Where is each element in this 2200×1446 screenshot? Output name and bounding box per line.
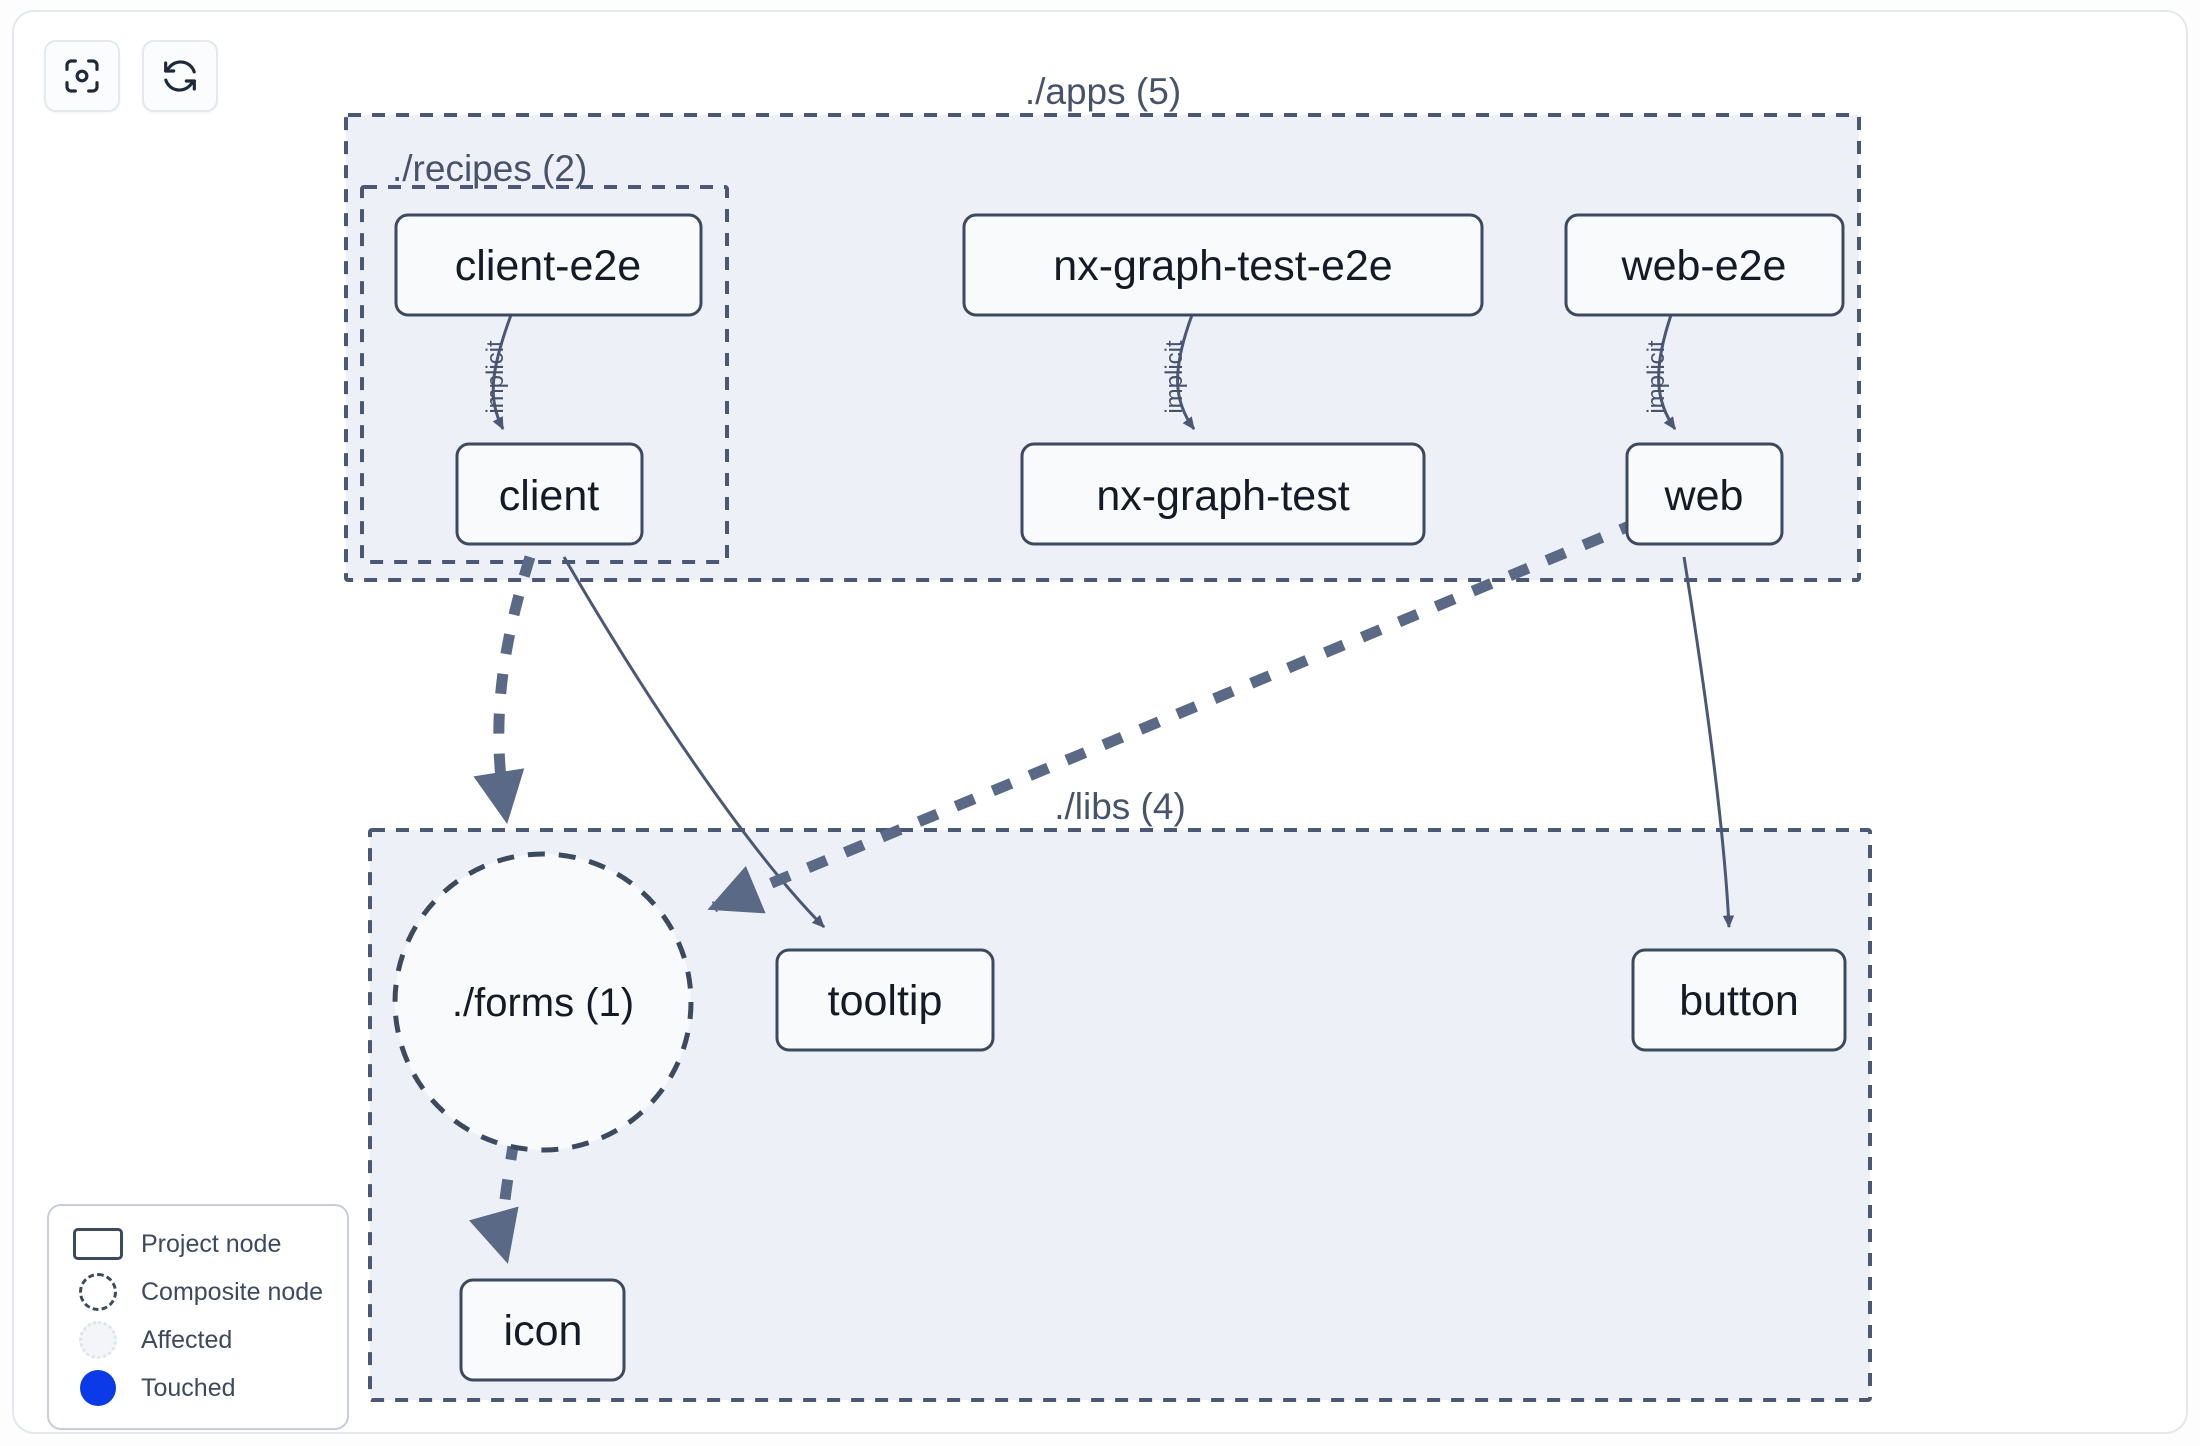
project-node-swatch bbox=[67, 1228, 129, 1260]
composite-node-forms[interactable]: ./forms (1) bbox=[392, 851, 694, 1153]
affected-swatch bbox=[67, 1321, 129, 1359]
legend-label: Affected bbox=[141, 1325, 233, 1354]
project-node-tooltip[interactable]: tooltip bbox=[775, 948, 995, 1052]
group-label-libs: ./libs (4) bbox=[1054, 786, 1186, 827]
edge-nxgt-e2e-to-nxgt[interactable] bbox=[1176, 314, 1196, 430]
project-node-nx-graph-test[interactable]: nx-graph-test bbox=[1020, 442, 1426, 546]
group-box-libs[interactable] bbox=[368, 828, 1872, 1402]
legend-item-project-node: Project node bbox=[67, 1220, 329, 1268]
group-label-apps: ./apps (5) bbox=[1025, 71, 1181, 112]
edge-forms-to-icon[interactable] bbox=[469, 1139, 520, 1264]
touched-swatch bbox=[67, 1370, 129, 1406]
project-node-web-e2e[interactable]: web-e2e bbox=[1564, 213, 1845, 317]
edge-label-implicit-1: implicit bbox=[482, 340, 509, 414]
project-node-label: nx-graph-test bbox=[1096, 472, 1349, 520]
project-node-client-e2e[interactable]: client-e2e bbox=[394, 213, 703, 317]
graph-toolbar bbox=[44, 40, 218, 112]
legend-label: Composite node bbox=[141, 1277, 324, 1306]
project-node-label: button bbox=[1679, 977, 1799, 1025]
composite-node-label: ./forms (1) bbox=[452, 981, 634, 1025]
graph-legend: Project node Composite node Affected Tou… bbox=[47, 1204, 349, 1430]
project-node-client[interactable]: client bbox=[455, 442, 644, 546]
project-node-nx-graph-test-e2e[interactable]: nx-graph-test-e2e bbox=[962, 213, 1484, 317]
group-label-recipes: ./recipes (2) bbox=[392, 148, 587, 189]
edge-label-implicit-3: implicit bbox=[1643, 340, 1670, 414]
focus-graph-button[interactable] bbox=[44, 40, 120, 112]
legend-item-composite-node: Composite node bbox=[67, 1268, 329, 1316]
refresh-graph-button[interactable] bbox=[142, 40, 218, 112]
project-node-label: nx-graph-test-e2e bbox=[1053, 242, 1392, 290]
edge-client-to-tooltip[interactable] bbox=[562, 556, 826, 929]
composite-node-swatch bbox=[67, 1273, 129, 1311]
legend-label: Touched bbox=[141, 1373, 236, 1402]
dependency-graph[interactable]: ./apps (5) ./recipes (2) ./libs (4) impl… bbox=[14, 12, 2188, 1434]
project-node-label: client bbox=[499, 472, 599, 520]
viewfinder-icon bbox=[62, 56, 102, 96]
project-node-button[interactable]: button bbox=[1631, 948, 1847, 1052]
legend-label: Project node bbox=[141, 1229, 282, 1258]
project-node-icon[interactable]: icon bbox=[459, 1278, 626, 1382]
project-node-label: web-e2e bbox=[1621, 242, 1787, 290]
refresh-icon bbox=[160, 56, 200, 96]
project-node-label: tooltip bbox=[828, 977, 943, 1025]
edge-client-e2e-to-client[interactable] bbox=[491, 314, 513, 431]
edge-web-to-button[interactable] bbox=[1682, 556, 1735, 929]
edge-web-e2e-to-web[interactable] bbox=[1657, 314, 1677, 430]
legend-item-touched: Touched bbox=[67, 1364, 329, 1412]
project-node-label: client-e2e bbox=[455, 242, 641, 290]
graph-panel: ./apps (5) ./recipes (2) ./libs (4) impl… bbox=[12, 10, 2188, 1434]
edge-label-implicit-2: implicit bbox=[1161, 340, 1188, 414]
edge-client-to-forms[interactable] bbox=[473, 555, 536, 825]
legend-item-affected: Affected bbox=[67, 1316, 329, 1364]
edge-web-to-forms[interactable] bbox=[707, 516, 1642, 914]
project-node-web[interactable]: web bbox=[1625, 442, 1784, 546]
project-node-label: web bbox=[1664, 472, 1744, 520]
project-node-label: icon bbox=[504, 1307, 583, 1355]
